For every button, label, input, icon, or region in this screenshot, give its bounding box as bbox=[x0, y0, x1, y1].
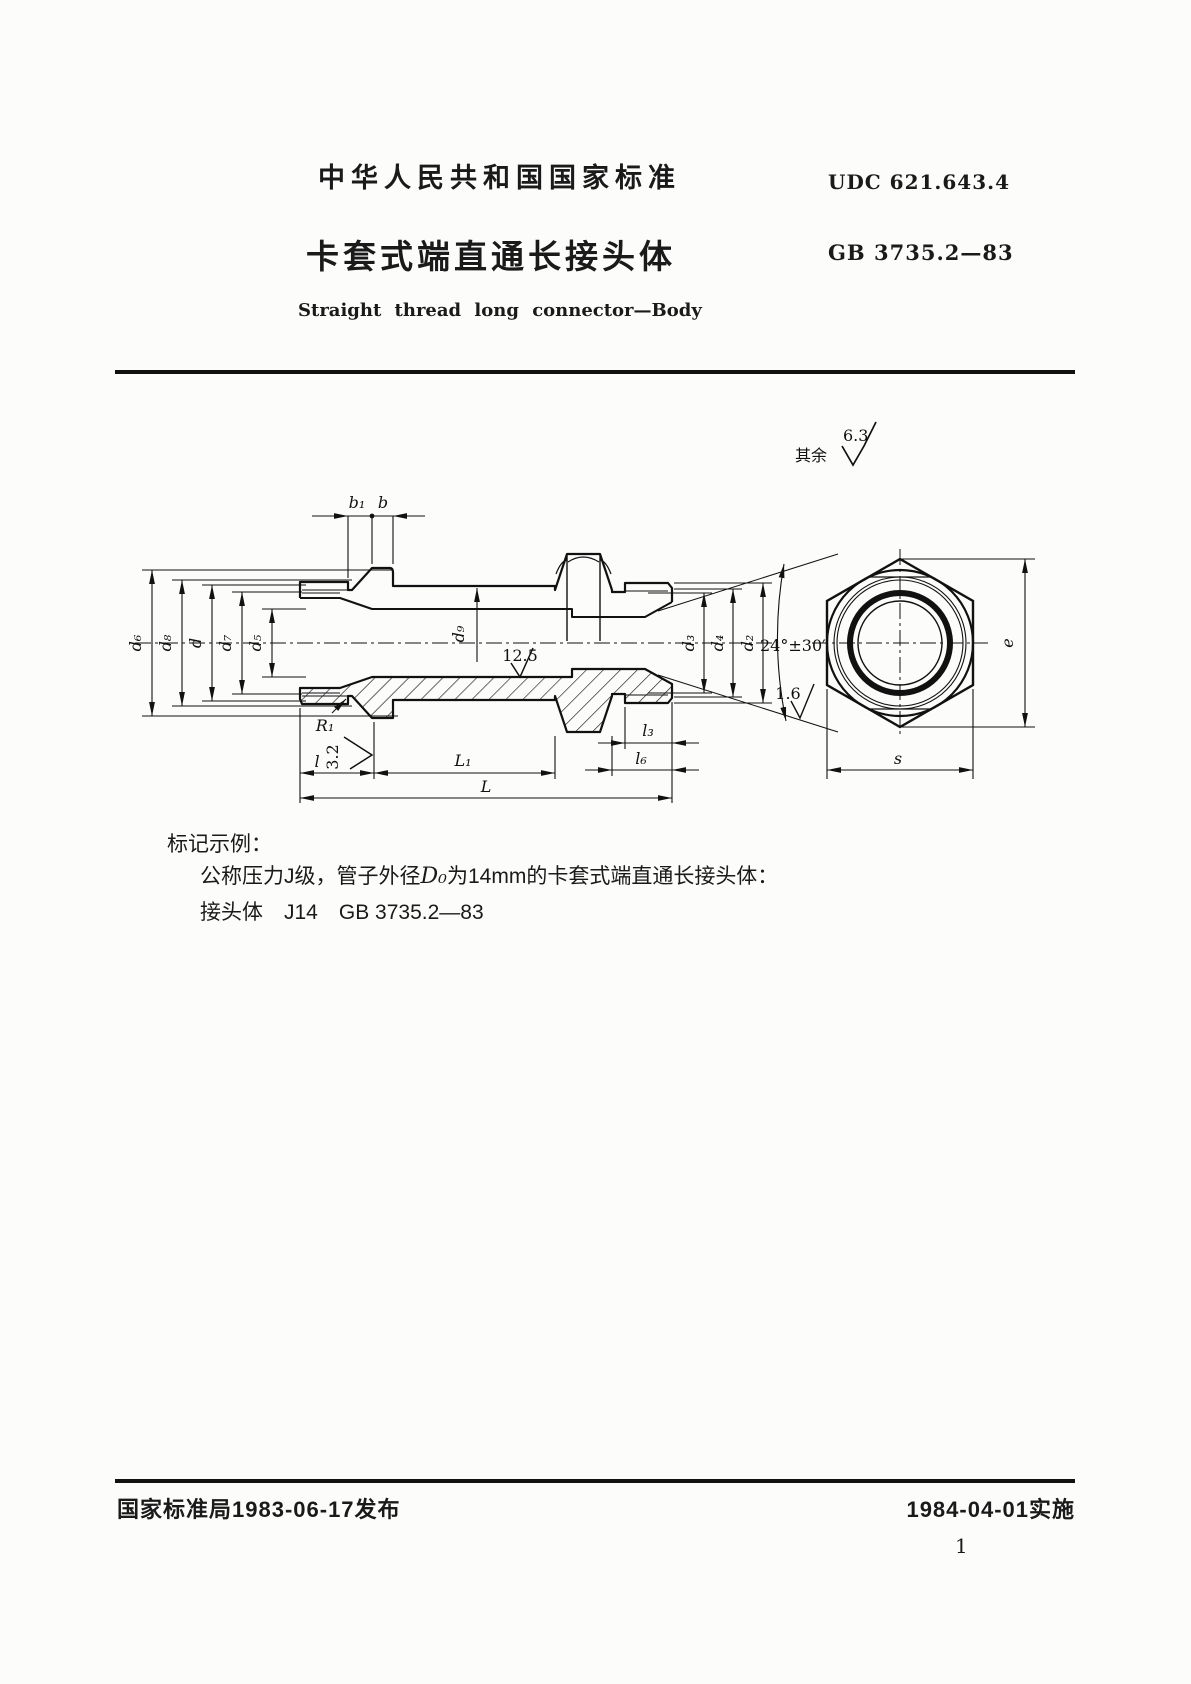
r1-leader bbox=[331, 698, 347, 714]
dim-label-l3: l₃ bbox=[642, 721, 654, 740]
cone-extension-upper bbox=[657, 553, 839, 612]
dim-label-d2: d₂ bbox=[738, 635, 757, 652]
dim-label-d9: d₉ bbox=[449, 625, 468, 642]
roughness-check-icon-groove bbox=[343, 736, 374, 770]
marking-text-post: 为14mm的卡套式端直通长接头体： bbox=[446, 865, 779, 888]
dim-label-b1: b₁ bbox=[349, 493, 366, 512]
dim-label-l: l bbox=[314, 752, 319, 771]
dim-label-d8: d₈ bbox=[156, 634, 175, 651]
roughness-groove-value: 3.2 bbox=[323, 744, 342, 769]
dim-label-d4: d₄ bbox=[708, 635, 727, 652]
thread-circle-outer bbox=[833, 576, 967, 710]
default-roughness-note: 其余 6.3 bbox=[795, 421, 877, 467]
angle-dimension-arc bbox=[776, 563, 787, 722]
dim-label-e: e bbox=[998, 638, 1017, 647]
cone-angle-value: 24°±30′ bbox=[760, 636, 826, 655]
page-title-english: Straight thread long connector—Body bbox=[298, 300, 702, 321]
cone-angle-callout: 24°±30′ 1.6 bbox=[657, 553, 839, 733]
bore-upper-line bbox=[300, 597, 673, 618]
dim-label-l6: l₆ bbox=[635, 749, 647, 768]
marking-example-heading: 标记示例： bbox=[167, 833, 272, 856]
dim-label-L1: L₁ bbox=[453, 751, 471, 770]
section-hatch-lower-wall bbox=[298, 667, 674, 734]
dim-label-d: d bbox=[186, 638, 205, 648]
marking-text-pre: 公称压力J级，管子外径 bbox=[200, 865, 421, 888]
surface-note-value: 6.3 bbox=[843, 426, 868, 445]
roughness-check-icon-bore bbox=[510, 647, 534, 679]
roughness-cone-value: 1.6 bbox=[775, 684, 800, 703]
chamfer-circle bbox=[825, 568, 975, 718]
d0-symbol: D₀ bbox=[420, 864, 447, 889]
hexagon-outline bbox=[825, 557, 975, 729]
hex-end-view bbox=[812, 549, 1035, 779]
footer-divider bbox=[115, 1479, 1075, 1483]
dim-label-d7: d₇ bbox=[216, 634, 235, 651]
dim-label-d3: d₃ bbox=[679, 635, 698, 652]
hex-chamfer-arcs bbox=[555, 556, 612, 575]
header-divider bbox=[115, 370, 1075, 374]
technical-drawing: 其余 6.3 bbox=[126, 421, 1035, 803]
bore-ring bbox=[847, 590, 953, 696]
bore-circle bbox=[857, 600, 943, 686]
top-width-dimensions bbox=[312, 513, 425, 578]
standard-code: GB 3735.2—83 bbox=[828, 240, 1014, 265]
cone-extension-lower bbox=[657, 674, 839, 733]
bottom-length-dimensions bbox=[299, 702, 699, 803]
marking-example-description: 公称压力J级，管子外径D₀为14mm的卡套式端直通长接头体： bbox=[200, 860, 778, 890]
dim-label-d6: d₆ bbox=[126, 634, 145, 651]
dim-label-s: s bbox=[894, 749, 902, 768]
right-diameter-dimensions bbox=[648, 582, 772, 704]
footer-issued-date: 国家标准局1983-06-17发布 bbox=[117, 1497, 401, 1522]
roughness-check-icon bbox=[841, 421, 877, 467]
national-standard-heading: 中华人民共和国国家标准 bbox=[318, 163, 681, 193]
page-title: 卡套式端直通长接头体 bbox=[306, 238, 676, 275]
dim-label-b: b bbox=[378, 493, 388, 512]
dim-label-r1: R₁ bbox=[315, 716, 334, 735]
udc-number: UDC 621.643.4 bbox=[828, 170, 1011, 194]
thread-circle-inner bbox=[836, 579, 964, 707]
marking-example-designation: 接头体 J14 GB 3735.2—83 bbox=[200, 901, 484, 924]
left-diameter-dimensions bbox=[142, 569, 398, 717]
dim-label-d5: d₅ bbox=[246, 634, 265, 651]
roughness-check-icon-cone bbox=[790, 683, 815, 720]
upper-outline bbox=[298, 552, 674, 602]
surface-note-prefix: 其余 bbox=[795, 446, 827, 465]
footer-implemented-date: 1984-04-01实施 bbox=[906, 1497, 1075, 1522]
page-number: 1 bbox=[955, 1534, 968, 1558]
dim-label-L: L bbox=[480, 777, 492, 796]
roughness-bore-value: 12.5 bbox=[502, 646, 538, 665]
